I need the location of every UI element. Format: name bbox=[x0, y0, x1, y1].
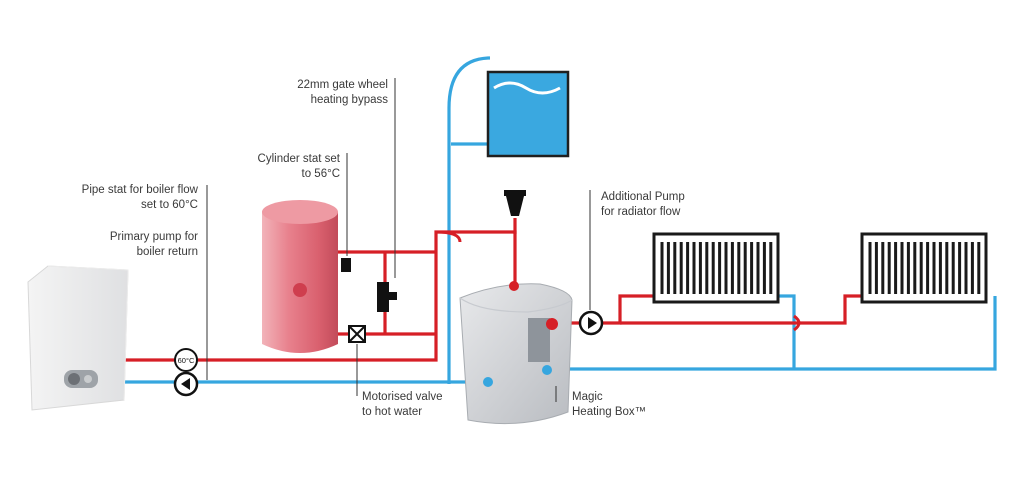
gate-valve-icon bbox=[377, 282, 397, 312]
header-tank-icon bbox=[486, 70, 570, 158]
pipe-crossover bbox=[435, 230, 462, 243]
additional-pump-icon bbox=[578, 310, 604, 336]
pipe-stat-icon bbox=[174, 348, 198, 372]
boiler-icon bbox=[27, 265, 129, 411]
radiator1-return bbox=[775, 294, 796, 369]
motorised-valve-icon bbox=[348, 325, 366, 343]
leader-lines bbox=[206, 78, 591, 402]
primary-pump-label: Primary pump for boiler return bbox=[109, 231, 198, 258]
cylinder-stat-icon bbox=[341, 258, 351, 272]
stat-badge-label: 60°C bbox=[178, 356, 195, 365]
cylinder-stat-label: Cylinder stat set to 56°C bbox=[257, 153, 340, 180]
primary-pump-icon bbox=[173, 371, 199, 397]
magic-box-label: Magic Heating Box™ bbox=[572, 391, 647, 418]
box-return-pipe bbox=[548, 296, 997, 371]
additional-pump-label: Additional Pump for radiator flow bbox=[601, 191, 685, 218]
cylinder-icon bbox=[262, 200, 338, 353]
radiator-flow-pipe bbox=[560, 294, 658, 325]
magic-box-icon bbox=[459, 281, 573, 425]
funnel-icon bbox=[504, 190, 526, 216]
motorised-valve-label: Motorised valve to hot water bbox=[362, 391, 443, 418]
radiator-icon bbox=[652, 232, 780, 304]
pipe-crossover-2 bbox=[793, 314, 801, 332]
cold-feed-pipe bbox=[447, 56, 490, 384]
radiator-2-icon bbox=[860, 232, 988, 304]
radiator2-flow-pipe bbox=[620, 294, 862, 325]
bypass-label: 22mm gate wheel heating bypass bbox=[297, 79, 388, 106]
pipe-stat-label: Pipe stat for boiler flow set to 60°C bbox=[81, 184, 198, 211]
